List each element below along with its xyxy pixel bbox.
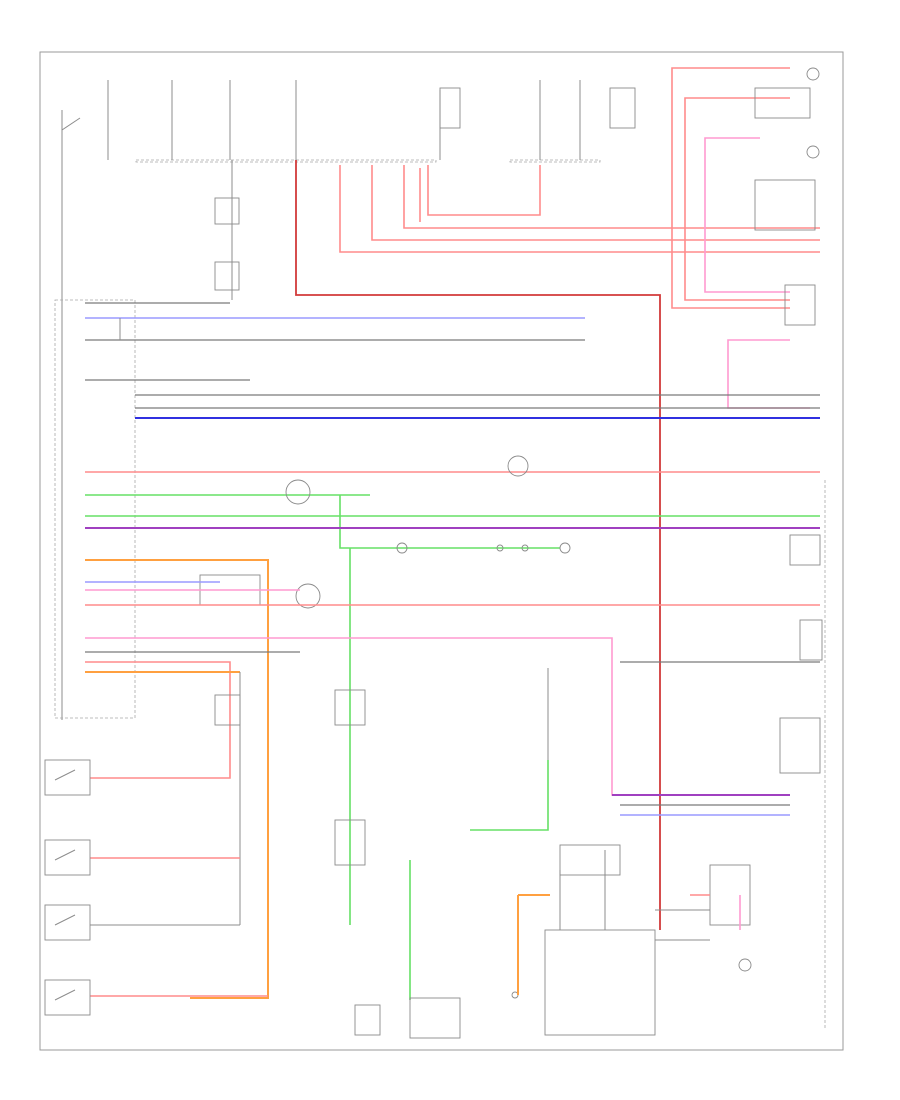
gray-wires xyxy=(85,302,820,409)
body-ecu-outline xyxy=(54,299,136,719)
diagram-frame xyxy=(39,51,844,1051)
blue-wires xyxy=(85,317,820,419)
control-module xyxy=(517,844,752,1036)
middle-components xyxy=(199,534,821,609)
left-lower-wires xyxy=(85,661,268,997)
wire-pink-right-loop xyxy=(727,339,810,409)
wire-orange xyxy=(85,559,269,999)
ignition-switch xyxy=(61,110,81,720)
junction-block-outline xyxy=(509,159,601,163)
fuse-box-outline xyxy=(135,159,437,163)
relay-1 xyxy=(214,160,240,300)
wire-dark-red-main xyxy=(295,160,661,930)
red-right-feed xyxy=(671,67,820,326)
mid-pink-wires xyxy=(85,581,823,796)
green-wires xyxy=(85,479,820,1000)
right-lower-wires xyxy=(612,794,790,816)
red-long-wire xyxy=(85,455,820,477)
red-harness xyxy=(339,165,820,253)
door-switches xyxy=(44,759,91,1016)
fuse-lines xyxy=(107,80,636,160)
lower-components xyxy=(334,668,549,1039)
